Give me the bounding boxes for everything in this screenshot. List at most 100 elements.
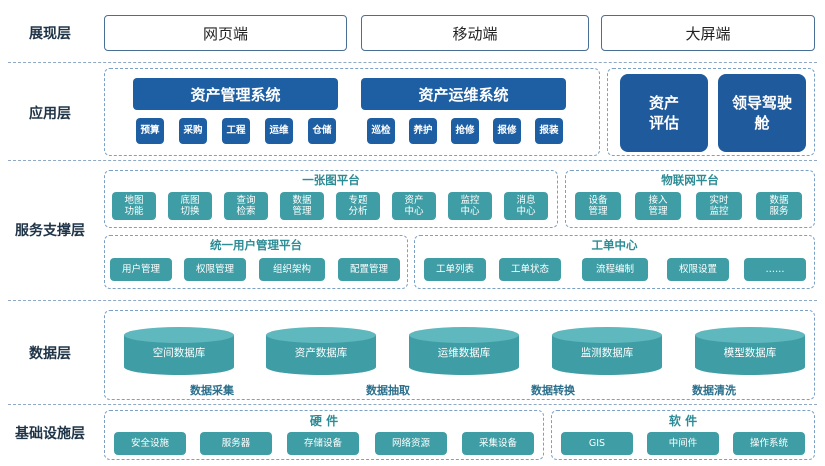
asset-ops-item: 养护 [409, 118, 437, 144]
client-web: 网页端 [104, 15, 347, 51]
cylinder-top [409, 327, 519, 343]
one-map-item-label: 查询检索 [236, 195, 256, 217]
software-item: GIS [561, 432, 633, 455]
layer-divider [8, 404, 817, 405]
hardware-item: 网络资源 [375, 432, 447, 455]
one-map-platform-group [104, 170, 558, 228]
database-label: 空间数据库 [152, 346, 206, 359]
software-item: 中间件 [647, 432, 719, 455]
cylinder-top [552, 327, 662, 343]
cylinder-top [695, 327, 805, 343]
database-label: 运维数据库 [437, 346, 491, 359]
software-item: 操作系统 [733, 432, 805, 455]
application-systems-group [104, 68, 600, 156]
data-flow-label: 数据清洗 [692, 384, 736, 397]
one-map-item-label: 数据管理 [292, 195, 312, 217]
asset-operations-system: 资产运维系统 [361, 78, 566, 110]
work-order-center-title: 工单中心 [591, 238, 638, 252]
layer-label-infrastructure: 基础设施层 [15, 426, 85, 442]
database-cylinder: 运维数据库 [409, 327, 519, 375]
work-order-item: 流程编制 [582, 258, 648, 281]
cylinder-top [124, 327, 234, 343]
asset-mgmt-item: 运维 [265, 118, 293, 144]
layer-label-data: 数据层 [29, 345, 71, 362]
iot-item-label: 实时监控 [709, 195, 729, 217]
database-label: 资产数据库 [294, 346, 348, 359]
user-mgmt-item: 组织架构 [259, 258, 325, 281]
leader-cockpit-label: 领导驾驶舱 [731, 94, 792, 132]
asset-ops-item: 抢修 [451, 118, 479, 144]
data-layer-group [104, 310, 815, 400]
one-map-item-label: 专题分析 [348, 195, 368, 217]
iot-platform-group [565, 170, 815, 228]
asset-mgmt-item: 采购 [179, 118, 207, 144]
hardware-group [104, 410, 544, 460]
one-map-item-label: 消息中心 [516, 195, 536, 217]
software-title: 软 件 [668, 414, 698, 428]
asset-mgmt-item: 工程 [222, 118, 250, 144]
database-label: 监测数据库 [580, 346, 634, 359]
iot-platform-title: 物联网平台 [661, 173, 719, 187]
one-map-item: 专题分析 [336, 192, 380, 220]
one-map-item: 底图切换 [168, 192, 212, 220]
iot-item: 接入管理 [635, 192, 681, 220]
asset-evaluation-box: 资产评估 [620, 74, 708, 152]
one-map-item: 资产中心 [392, 192, 436, 220]
iot-item: 实时监控 [696, 192, 742, 220]
one-map-item: 地图功能 [112, 192, 156, 220]
asset-ops-item: 报装 [535, 118, 563, 144]
database-label: 模型数据库 [723, 346, 777, 359]
hardware-item: 存储设备 [287, 432, 359, 455]
iot-item-label: 接入管理 [648, 195, 668, 217]
layer-label-presentation: 展现层 [29, 26, 71, 42]
data-flow-label: 数据转换 [531, 384, 575, 397]
user-management-platform-group [104, 235, 408, 289]
work-order-item: 工单列表 [424, 258, 486, 281]
one-map-item: 监控中心 [448, 192, 492, 220]
user-mgmt-item: 用户管理 [110, 258, 172, 281]
iot-item: 数据服务 [756, 192, 802, 220]
layer-divider [8, 160, 817, 161]
asset-management-system: 资产管理系统 [133, 78, 338, 110]
one-map-item-label: 监控中心 [460, 195, 480, 217]
leader-cockpit-box: 领导驾驶舱 [718, 74, 806, 152]
one-map-platform-title: 一张图平台 [302, 173, 360, 187]
client-mobile: 移动端 [361, 15, 589, 51]
iot-item: 设备管理 [575, 192, 621, 220]
layer-divider [8, 300, 817, 301]
user-management-platform-title: 统一用户管理平台 [210, 238, 302, 252]
database-cylinder: 空间数据库 [124, 327, 234, 375]
asset-mgmt-item: 预算 [136, 118, 164, 144]
layer-label-application: 应用层 [29, 106, 71, 122]
hardware-item: 采集设备 [462, 432, 534, 455]
layer-divider [8, 62, 817, 63]
one-map-item: 查询检索 [224, 192, 268, 220]
data-flow-label: 数据抽取 [366, 384, 410, 397]
asset-mgmt-item: 仓储 [308, 118, 336, 144]
work-order-center-group [414, 235, 815, 289]
data-flow-label: 数据采集 [190, 384, 234, 397]
iot-item-label: 数据服务 [769, 195, 789, 217]
hardware-item: 安全设施 [114, 432, 186, 455]
asset-ops-item: 报修 [493, 118, 521, 144]
asset-evaluation-label: 资产评估 [648, 94, 679, 132]
hardware-item: 服务器 [200, 432, 272, 455]
database-cylinder: 资产数据库 [266, 327, 376, 375]
one-map-item-label: 底图切换 [180, 195, 200, 217]
application-analytics-group [607, 68, 815, 156]
hardware-title: 硬 件 [309, 414, 339, 428]
database-cylinder: 监测数据库 [552, 327, 662, 375]
user-mgmt-item: 配置管理 [338, 258, 400, 281]
one-map-item-label: 地图功能 [124, 195, 144, 217]
one-map-item: 数据管理 [280, 192, 324, 220]
asset-ops-item: 巡检 [367, 118, 395, 144]
client-bigscreen: 大屏端 [601, 15, 815, 51]
work-order-item: 工单状态 [499, 258, 561, 281]
one-map-item-label: 资产中心 [404, 195, 424, 217]
database-cylinder: 模型数据库 [695, 327, 805, 375]
work-order-item: 权限设置 [667, 258, 729, 281]
one-map-item: 消息中心 [504, 192, 548, 220]
layer-label-service: 服务支撑层 [15, 223, 85, 239]
cylinder-top [266, 327, 376, 343]
software-group [551, 410, 815, 460]
